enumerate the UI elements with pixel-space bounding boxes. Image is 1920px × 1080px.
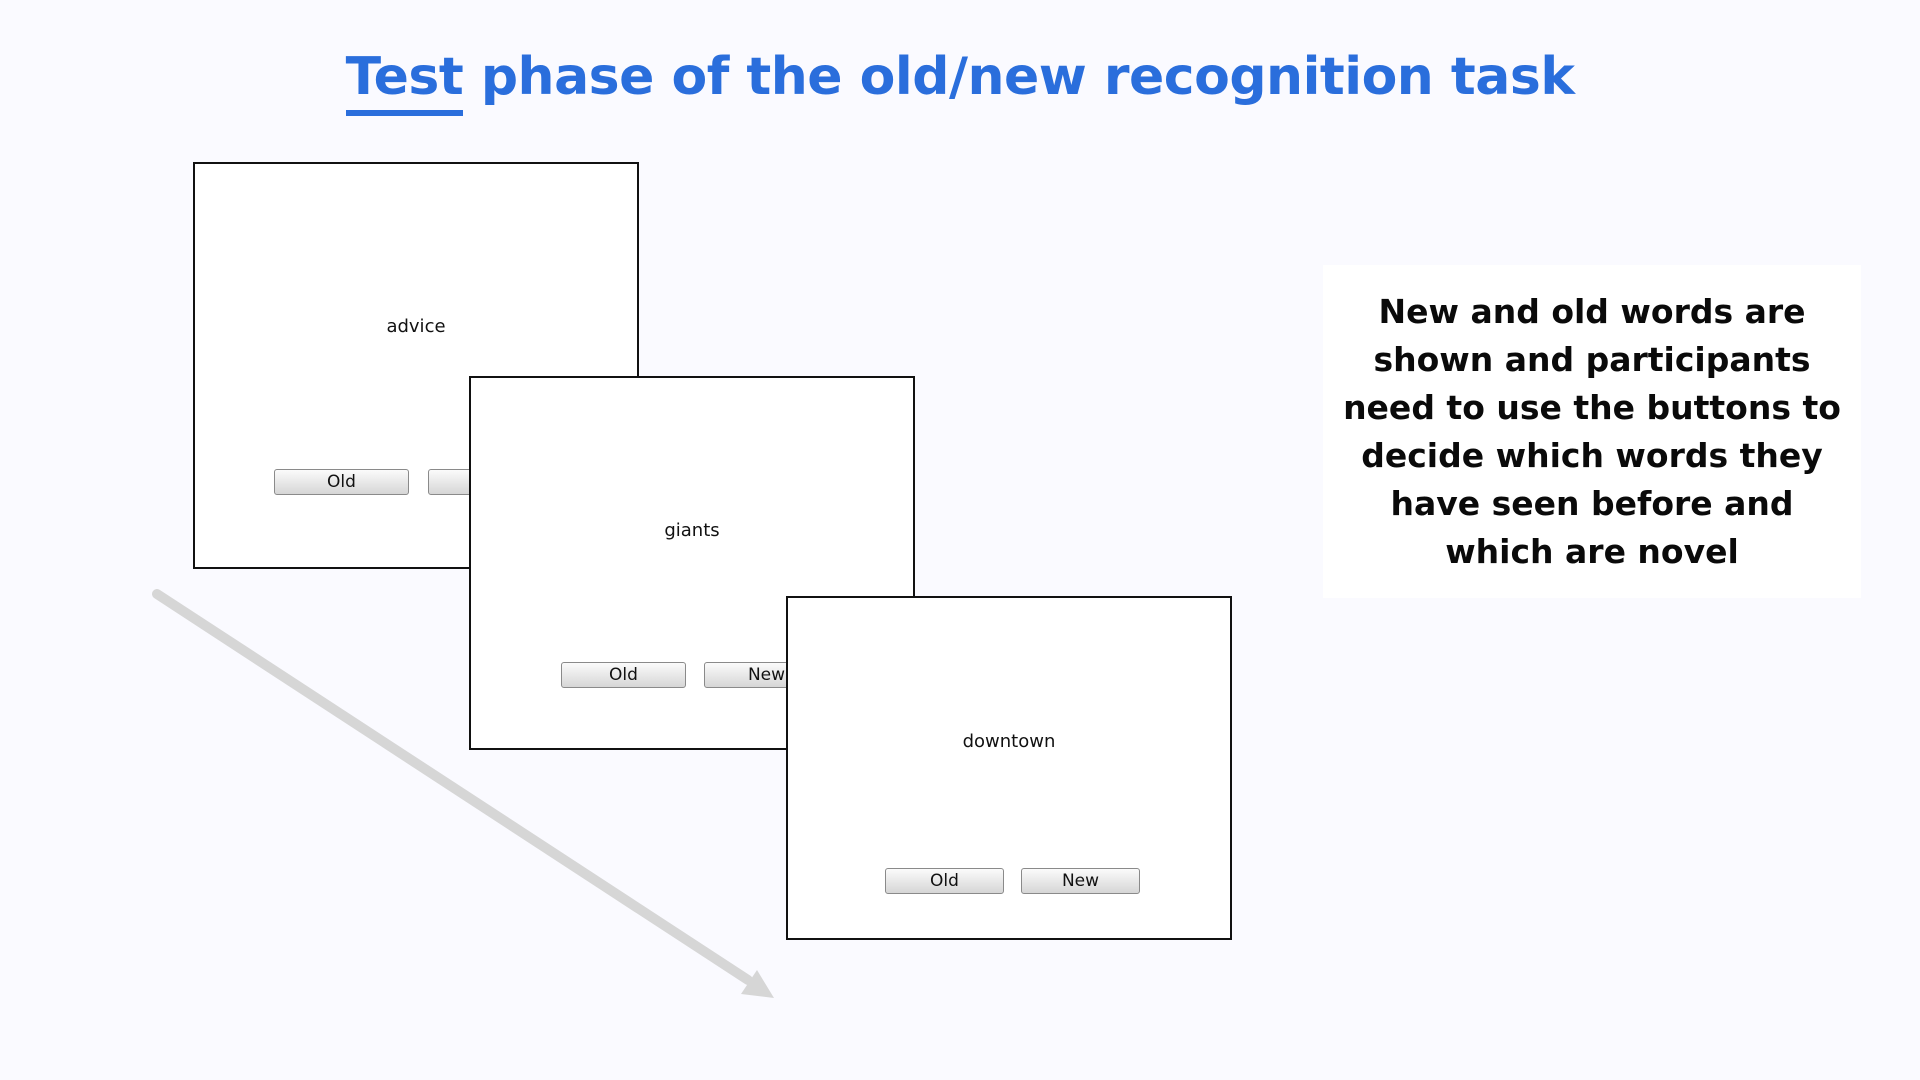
title-rest: phase of the old/new recognition task [463, 47, 1575, 107]
description-text: New and old words are shown and particip… [1343, 291, 1841, 571]
description-box: New and old words are shown and particip… [1323, 265, 1861, 598]
slide-title: Test phase of the old/new recognition ta… [0, 42, 1920, 116]
stimulus-word: advice [386, 316, 446, 337]
old-button[interactable]: Old [274, 469, 409, 495]
old-button[interactable]: Old [561, 662, 686, 688]
trial-screen-3: downtown Old New [786, 596, 1232, 940]
old-button[interactable]: Old [885, 868, 1004, 894]
stimulus-word: giants [664, 520, 720, 541]
new-button[interactable]: New [1021, 868, 1140, 894]
trial-screen-1: advice Old New [193, 162, 639, 569]
stimulus-word: downtown [962, 731, 1056, 752]
title-emphasis: Test [345, 42, 464, 116]
